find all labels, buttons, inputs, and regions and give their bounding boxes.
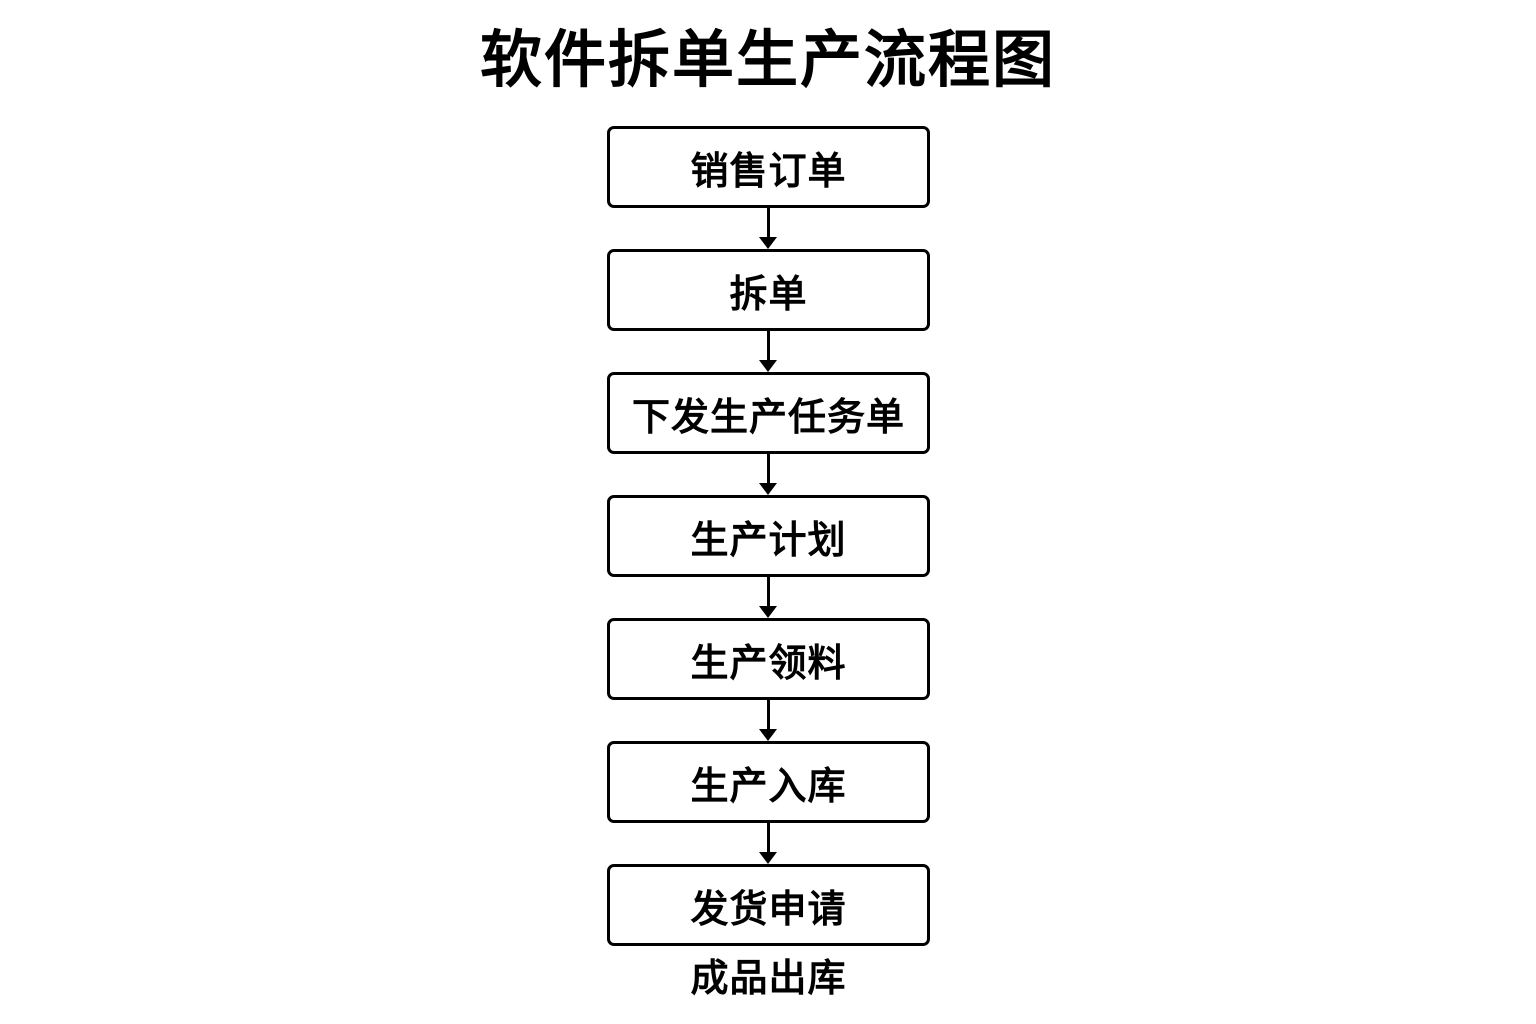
step-shipment-request: 发货申请 bbox=[607, 864, 930, 946]
step-sales-order: 销售订单 bbox=[607, 126, 930, 208]
step-production-plan: 生产计划 bbox=[607, 495, 930, 577]
step-issue-production-task: 下发生产任务单 bbox=[607, 372, 930, 454]
flow-arrow-1 bbox=[607, 208, 930, 249]
flow-arrow-5 bbox=[607, 700, 930, 741]
flow-arrow-6 bbox=[607, 823, 930, 864]
finished-goods-outbound-label: 成品出库 bbox=[690, 956, 847, 1000]
flow-arrow-3 bbox=[607, 454, 930, 495]
flow-arrow-2 bbox=[607, 331, 930, 372]
process-flow: 销售订单 拆单 下发生产任务单 生产计划 生产领料 生产入库 发货申请 bbox=[607, 126, 930, 946]
flow-arrow-4 bbox=[607, 577, 930, 618]
step-split-order: 拆单 bbox=[607, 249, 930, 331]
diagram-title: 软件拆单生产流程图 bbox=[479, 23, 1056, 96]
step-production-warehousing: 生产入库 bbox=[607, 741, 930, 823]
step-material-requisition: 生产领料 bbox=[607, 618, 930, 700]
